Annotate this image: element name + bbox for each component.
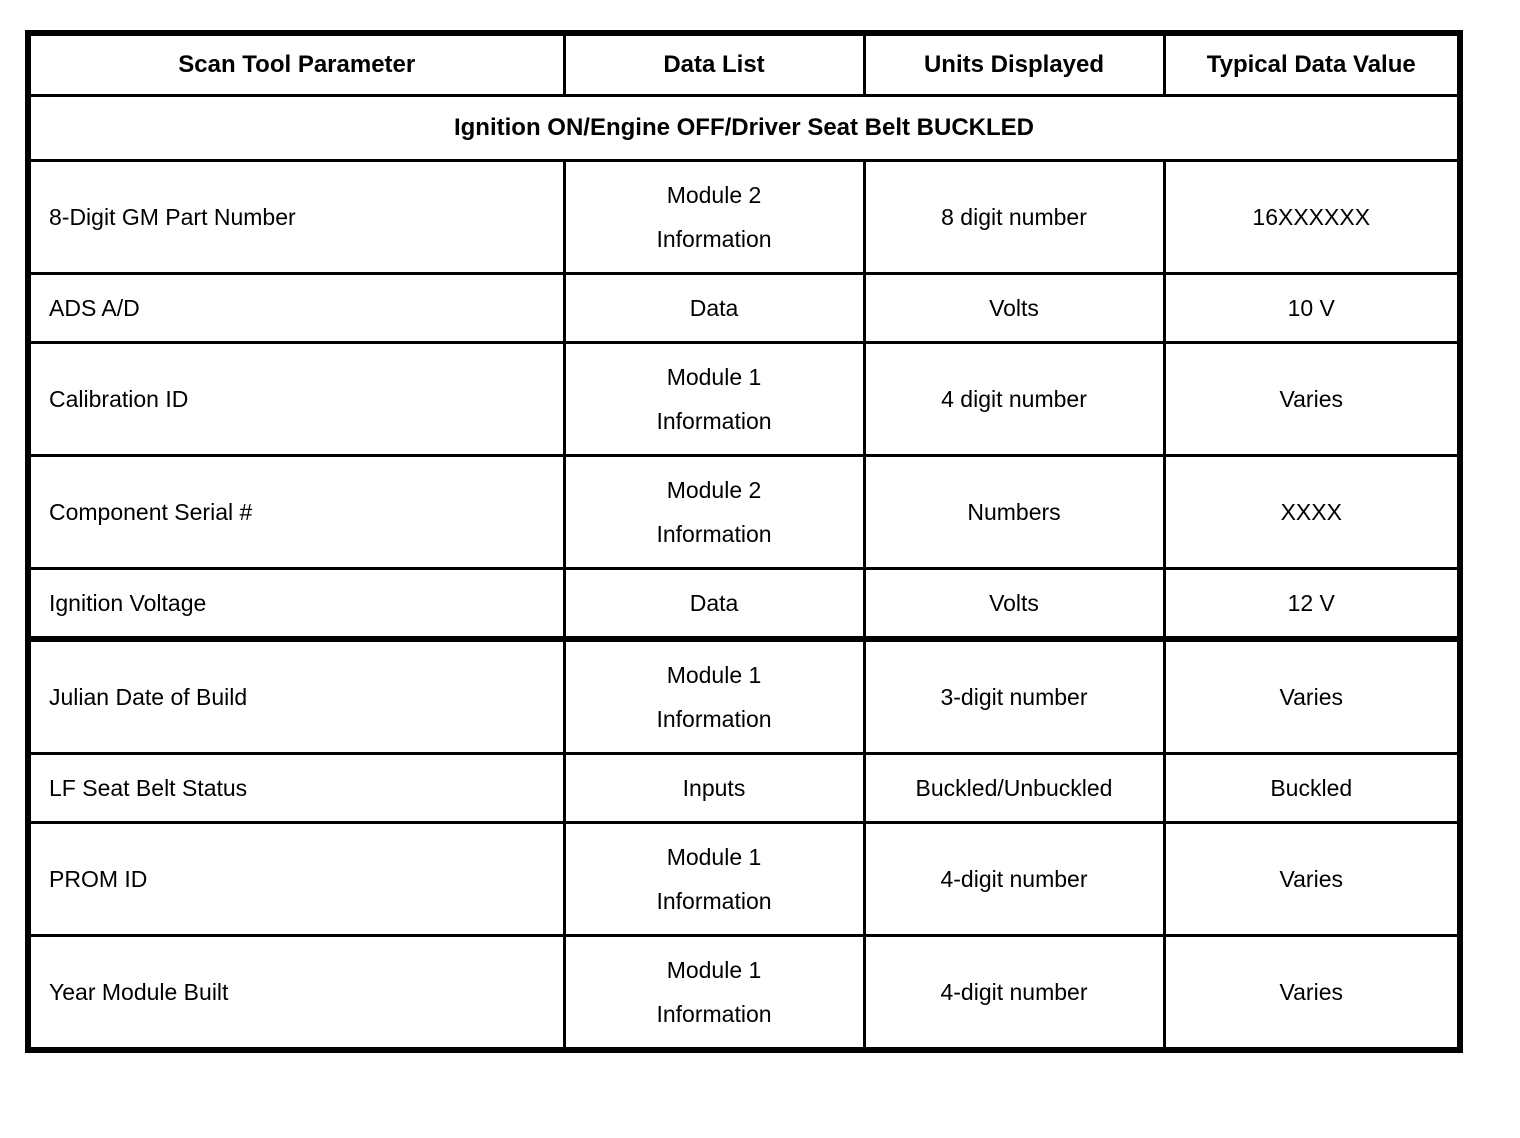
parameter-cell: Ignition Voltage <box>26 567 566 641</box>
scan-tool-data-table-container: Scan Tool Parameter Data List Units Disp… <box>25 30 1463 1053</box>
header-units-displayed: Units Displayed <box>862 31 1166 97</box>
scan-tool-data-table: Scan Tool Parameter Data List Units Disp… <box>25 30 1463 1053</box>
units-cell: Buckled/Unbuckled <box>862 752 1166 824</box>
parameter-cell: LF Seat Belt Status <box>26 752 566 824</box>
data-list-cell: Module 2 Information <box>562 454 866 570</box>
parameter-cell: Calibration ID <box>26 341 566 457</box>
data-list-cell: Data <box>562 272 866 344</box>
data-list-cell: Module 1 Information <box>562 341 866 457</box>
units-cell: Volts <box>862 567 1166 641</box>
value-cell: Buckled <box>1162 752 1462 824</box>
parameter-cell: Julian Date of Build <box>26 636 566 755</box>
value-cell: 12 V <box>1162 567 1462 641</box>
value-cell: 16XXXXXX <box>1162 159 1462 275</box>
value-cell: Varies <box>1162 934 1462 1052</box>
value-cell: Varies <box>1162 341 1462 457</box>
section-title: Ignition ON/Engine OFF/Driver Seat Belt … <box>26 94 1462 162</box>
data-list-cell: Module 1 Information <box>562 934 866 1052</box>
value-cell: 10 V <box>1162 272 1462 344</box>
data-list-cell: Module 1 Information <box>562 821 866 937</box>
header-data-list: Data List <box>562 31 866 97</box>
parameter-cell: 8-Digit GM Part Number <box>26 159 566 275</box>
data-list-cell: Module 1 Information <box>562 636 866 755</box>
header-typical-data-value: Typical Data Value <box>1162 31 1462 97</box>
parameter-cell: PROM ID <box>26 821 566 937</box>
units-cell: Numbers <box>862 454 1166 570</box>
units-cell: 8 digit number <box>862 159 1166 275</box>
units-cell: 3-digit number <box>862 636 1166 755</box>
value-cell: XXXX <box>1162 454 1462 570</box>
units-cell: 4 digit number <box>862 341 1166 457</box>
parameter-cell: ADS A/D <box>26 272 566 344</box>
value-cell: Varies <box>1162 636 1462 755</box>
parameter-cell: Year Module Built <box>26 934 566 1052</box>
data-list-cell: Data <box>562 567 866 641</box>
parameter-cell: Component Serial # <box>26 454 566 570</box>
units-cell: 4-digit number <box>862 821 1166 937</box>
header-scan-tool-parameter: Scan Tool Parameter <box>26 31 566 97</box>
value-cell: Varies <box>1162 821 1462 937</box>
section-title-row: Ignition ON/Engine OFF/Driver Seat Belt … <box>26 94 1462 162</box>
units-cell: Volts <box>862 272 1166 344</box>
data-list-cell: Inputs <box>562 752 866 824</box>
data-list-cell: Module 2 Information <box>562 159 866 275</box>
header-row: Scan Tool Parameter Data List Units Disp… <box>26 31 1462 97</box>
units-cell: 4-digit number <box>862 934 1166 1052</box>
